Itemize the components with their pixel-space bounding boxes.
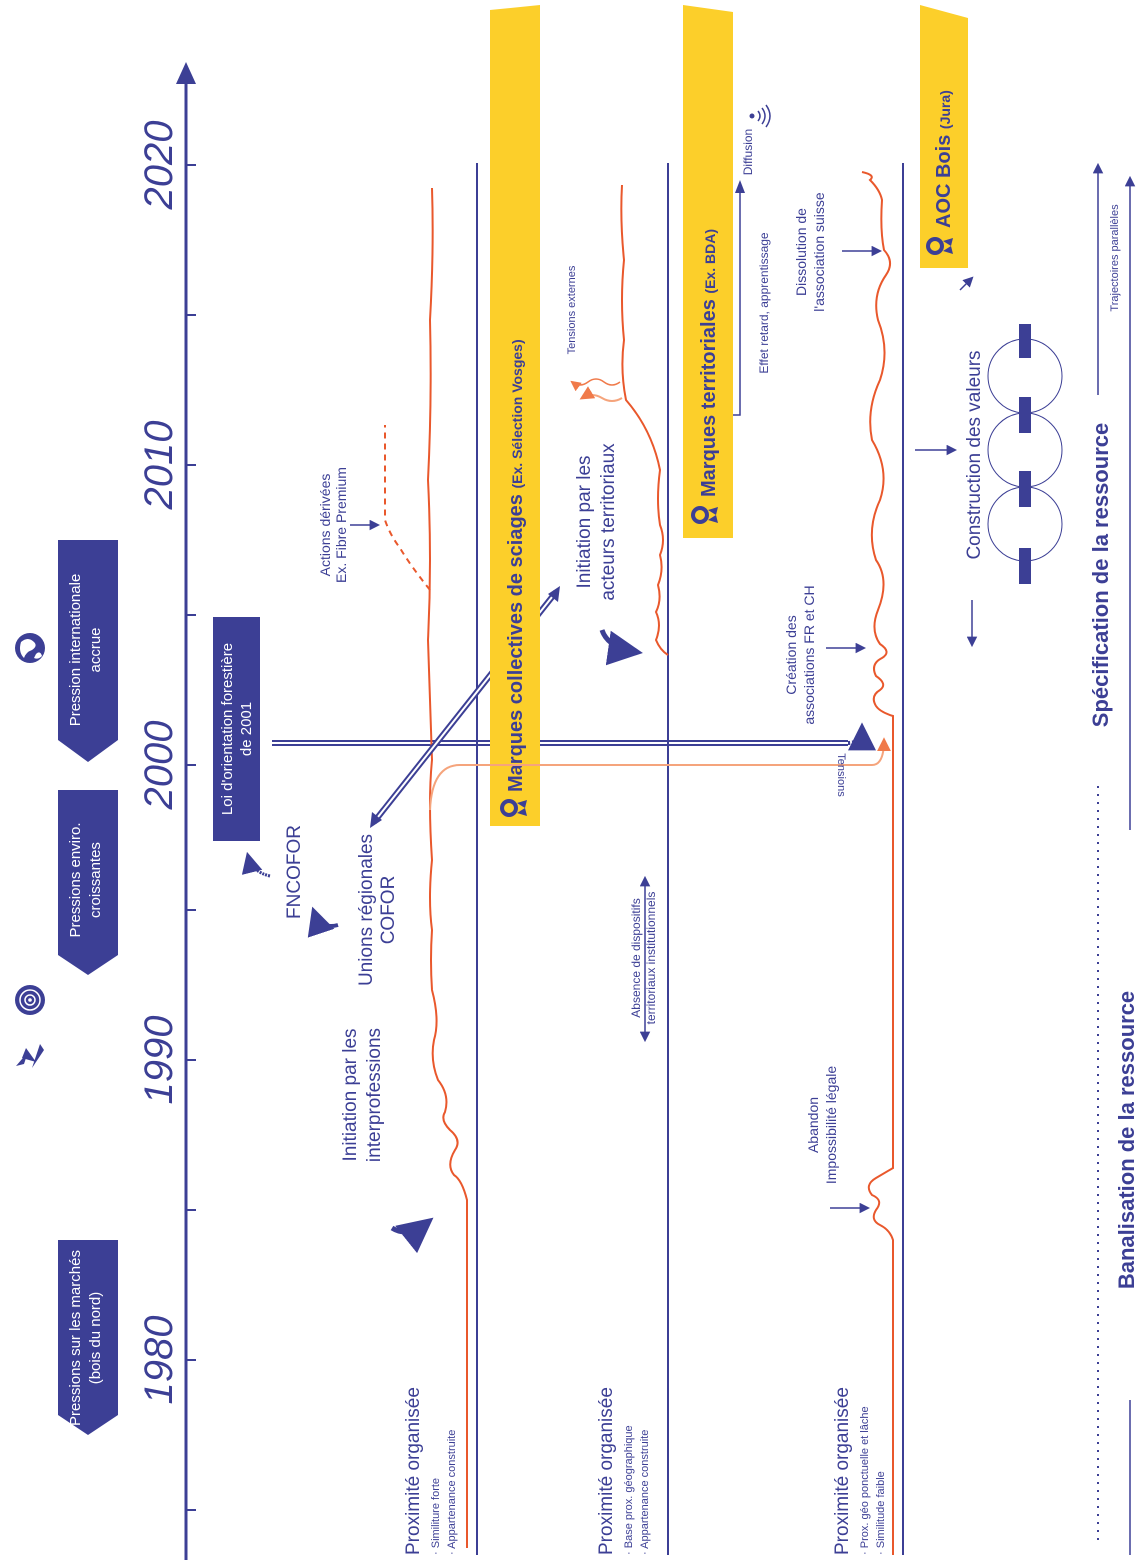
banalisation-label: Banalisation de la ressource [1114, 991, 1137, 1289]
tensions-externes-squiggle: Tensions externes [566, 265, 623, 402]
initiation-label: interprofessions [364, 1028, 385, 1162]
tensions-line: Tensions [429, 737, 891, 811]
trajectoires-label: Trajectoires parallèles [1109, 204, 1121, 312]
time-axis [176, 62, 196, 1560]
medal-icon [500, 799, 527, 817]
banner-title: Marques territoriales (Ex. BDA) [698, 229, 720, 497]
globe-icon [15, 633, 45, 663]
curved-arrow-icon [307, 906, 339, 938]
diffusion-group: Diffusion [741, 104, 771, 175]
year-label: 2010 [137, 421, 181, 511]
banner-title: Marques collectives de sciages (Ex. Séle… [505, 339, 527, 792]
pressure-label: Pression internationale [67, 574, 84, 727]
lane-heading: Proximité organisée [596, 1387, 617, 1555]
lane-2: Proximité organisée · Base prox. géograp… [566, 5, 771, 1555]
absence-label: territoriaux institutionnels [644, 892, 658, 1025]
tensions-label: Tensions [835, 753, 847, 797]
construction-valeurs: Construction des valeurs [915, 276, 1063, 648]
pressure-label: (bois du nord) [87, 1292, 104, 1385]
loi-label: Loi d'orientation forestière [219, 643, 236, 815]
year-label: 1980 [137, 1316, 181, 1405]
curved-arrow-icon [390, 1217, 434, 1254]
lane-1-trajectory [426, 187, 468, 1548]
lane-bullet: · Prox. géo ponctuelle et lâche [859, 1406, 871, 1555]
banner-title: AOC Bois (Jura) [933, 90, 955, 228]
pressure-label: Pressions sur les marchés [67, 1250, 84, 1426]
curved-arrow-icon [599, 629, 643, 666]
signal-icon [749, 104, 771, 128]
lane-bullet: · Appartenance construite [639, 1430, 651, 1555]
absence-label: Absence de dispositifs [629, 898, 643, 1017]
pressure-flag-enviro: Pressions enviro. croissantes [16, 790, 118, 1068]
unions-label: COFOR [378, 876, 399, 945]
lane-bullet: · Appartenance construite [446, 1430, 458, 1555]
curved-arrow-icon [241, 851, 271, 878]
diffusion-label: Diffusion [741, 129, 755, 175]
lane-bullet: · Similiture forte [430, 1478, 442, 1555]
actions-label: Ex. Fibre Premium [333, 467, 349, 583]
tree-icon [16, 1044, 44, 1068]
unions-label: Unions régionales [356, 834, 377, 986]
lane-bullet: · Similitude faible [875, 1471, 887, 1555]
pressure-label: croissantes [87, 842, 104, 918]
creation-label: Création des [783, 615, 799, 694]
banner-marques-territoriales: Marques territoriales (Ex. BDA) [683, 5, 733, 538]
dissolution-label: Dissolution de [793, 208, 809, 296]
loi-box: Loi d'orientation forestière de 2001 [213, 617, 260, 841]
pressure-flag-international: Pression internationale accrue [15, 540, 118, 762]
loi-label: de 2001 [238, 702, 255, 756]
year-label: 1990 [137, 1016, 181, 1105]
saw-blade-icon [15, 985, 45, 1015]
effet-retard-label: Effet retard, apprentissage [757, 232, 771, 374]
specification-label: Spécification de la ressource [1088, 423, 1113, 727]
fncofor-label: FNCOFOR [284, 825, 305, 919]
lane-heading: Proximité organisée [832, 1387, 853, 1555]
creation-label: associations FR et CH [801, 585, 817, 724]
lane-bullet: · Base prox. géographique [623, 1425, 635, 1555]
construction-label: Construction des valeurs [964, 350, 985, 559]
year-label: 2020 [137, 121, 181, 211]
year-label: 2000 [137, 721, 181, 811]
initiation-label: Initiation par les [340, 1028, 361, 1161]
initiation-label: Initiation par les [574, 455, 595, 588]
medal-icon [691, 506, 718, 524]
lane-baselines [476, 163, 904, 1555]
pressure-label: Pressions enviro. [67, 822, 84, 937]
lane-3: Proximité organisée · Prox. géo ponctuel… [429, 5, 1063, 1555]
pressure-flag-markets: Pressions sur les marchés (bois du nord) [15, 985, 118, 1435]
bottom-axis: Spécification de la ressource Banalisati… [1088, 162, 1137, 1555]
abandon-label: Abandon [805, 1097, 821, 1153]
lane-3-trajectory [861, 171, 894, 1555]
abandon-label: Impossibilité légale [823, 1066, 839, 1184]
pressure-label: accrue [87, 627, 104, 672]
lane-1: Proximité organisée · Similiture forte ·… [241, 5, 560, 1555]
banner-aoc-bois: AOC Bois (Jura) [920, 5, 968, 268]
loi-policy-line [272, 722, 876, 751]
lane-2-trajectory [620, 184, 669, 656]
initiation-label: acteurs territoriaux [598, 443, 619, 601]
year-labels: 1980 1990 2000 2010 2020 [137, 121, 181, 1405]
medal-icon [926, 237, 953, 255]
tensions-externes-label: Tensions externes [566, 265, 578, 354]
banner-marques-collectives: Marques collectives de sciages (Ex. Séle… [490, 5, 540, 826]
lane-heading: Proximité organisée [403, 1387, 424, 1555]
dissolution-label: l'association suisse [811, 192, 827, 312]
actions-label: Actions dérivées [317, 474, 333, 577]
actions-dashed-path [384, 425, 431, 591]
